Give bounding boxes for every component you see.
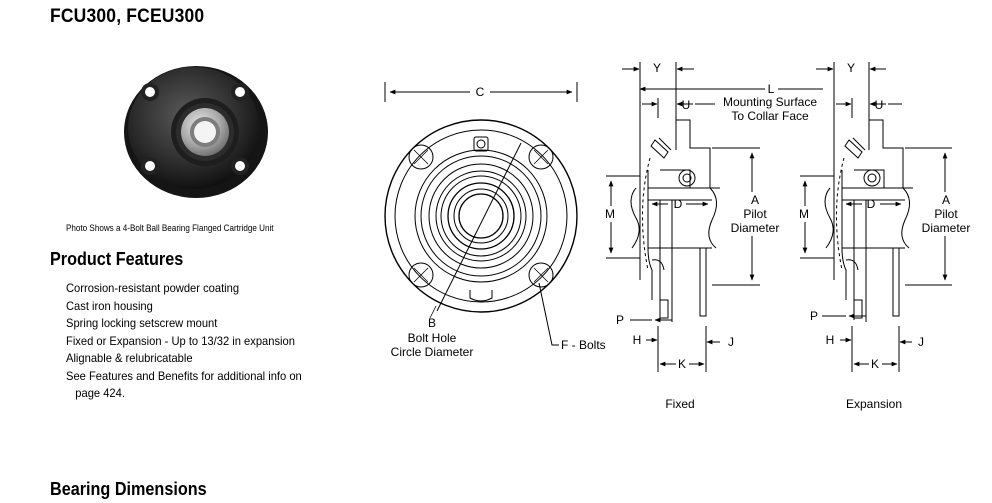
mounting-surface-label: Mounting Surface <box>723 95 817 109</box>
expansion-label-h: H <box>826 333 835 347</box>
expansion-label-j: J <box>918 335 924 349</box>
front-view <box>384 82 578 346</box>
fixed-label-diameter: Diameter <box>731 221 780 235</box>
fixed-caption: Fixed <box>665 397 694 411</box>
fixed-label-l: L <box>768 82 775 96</box>
expansion-label-k: K <box>871 357 879 371</box>
fixed-label-h: H <box>633 333 642 347</box>
expansion-label-m: M <box>799 207 809 221</box>
features-list: Corrosion-resistant powder coating Cast … <box>66 280 302 403</box>
expansion-label-p: P <box>810 309 818 323</box>
page-title: FCU300, FCEU300 <box>50 6 205 27</box>
list-item-line: page 424. <box>75 386 125 400</box>
bolt-hole-label: Bolt Hole <box>408 331 457 345</box>
expansion-label-d: D <box>867 197 876 211</box>
bolts-label: F - Bolts <box>561 338 606 352</box>
bearing-dimensions-heading: Bearing Dimensions <box>50 479 207 499</box>
expansion-label-u: U <box>875 98 884 112</box>
fixed-label-d: D <box>674 197 683 211</box>
fixed-label-j: J <box>728 335 734 349</box>
expansion-label-pilot: Pilot <box>934 207 958 221</box>
list-item: Cast iron housing <box>66 298 153 313</box>
circle-diameter-label: Circle Diameter <box>391 345 474 359</box>
list-item: Spring locking setscrew mount <box>66 316 218 330</box>
list-item: Corrosion-resistant powder coating <box>66 281 240 295</box>
list-item: Alignable & relubricatable <box>66 351 193 365</box>
fixed-side-view <box>606 62 823 372</box>
expansion-label-diameter: Diameter <box>922 221 971 235</box>
photo-caption: Photo Shows a 4-Bolt Ball Bearing Flange… <box>66 223 274 233</box>
expansion-caption: Expansion <box>846 397 902 411</box>
fixed-label-p: P <box>616 313 624 327</box>
fixed-label-pilot: Pilot <box>743 207 767 221</box>
fixed-label-k: K <box>678 357 686 371</box>
fixed-label-u: U <box>682 98 691 112</box>
expansion-label-a: A <box>942 193 950 207</box>
collar-face-label: To Collar Face <box>731 109 809 123</box>
label-c: C <box>476 85 485 99</box>
list-item: See Features and Benefits for additional… <box>66 368 302 403</box>
features-heading: Product Features <box>50 249 184 269</box>
fixed-label-a: A <box>751 193 759 207</box>
fixed-label-m: M <box>605 207 615 221</box>
list-item-line: See Features and Benefits for additional… <box>66 368 302 383</box>
product-photo <box>124 66 268 198</box>
list-item: Fixed or Expansion - Up to 13/32 in expa… <box>66 333 295 348</box>
expansion-side-view <box>800 62 952 372</box>
expansion-label-y: Y <box>847 61 855 75</box>
label-b: B <box>428 316 436 330</box>
fixed-label-y: Y <box>653 61 661 75</box>
